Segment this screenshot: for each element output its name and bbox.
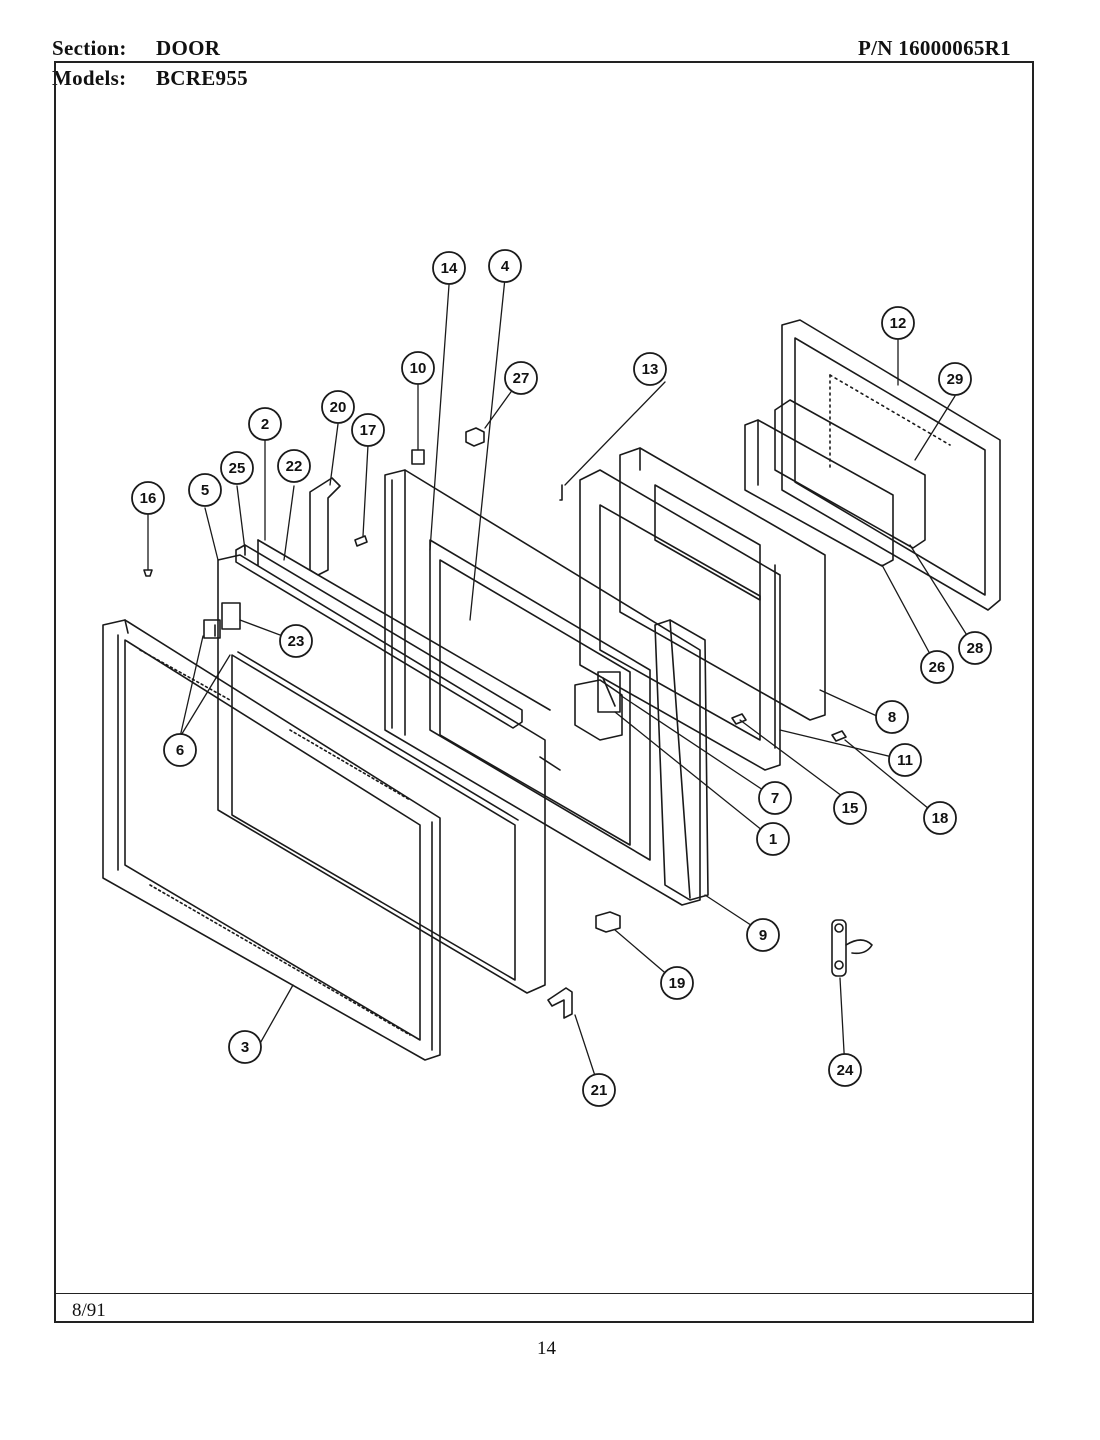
callout-label: 26 bbox=[929, 659, 946, 676]
leader-lines bbox=[147, 277, 976, 1089]
callout-label: 22 bbox=[286, 458, 303, 475]
callout-label: 27 bbox=[513, 370, 530, 387]
glass-panel-part bbox=[217, 554, 546, 994]
callout-23: 23 bbox=[279, 624, 313, 658]
callout-24: 24 bbox=[828, 1053, 862, 1087]
bumper-part-10 bbox=[411, 449, 425, 465]
callout-label: 28 bbox=[967, 640, 984, 657]
screw-part-16 bbox=[143, 569, 153, 577]
callout-28: 28 bbox=[958, 631, 992, 665]
revision-date: 8/91 bbox=[72, 1300, 106, 1321]
part-number: P/N 16000065R1 bbox=[858, 36, 1011, 60]
latch-part bbox=[597, 671, 621, 713]
section-label: Section: bbox=[52, 36, 127, 60]
callout-5: 5 bbox=[188, 473, 222, 507]
callout-11: 11 bbox=[888, 743, 922, 777]
callout-20: 20 bbox=[321, 390, 355, 424]
callout-label: 20 bbox=[330, 399, 347, 416]
outer-door-frame-part bbox=[102, 619, 441, 1061]
callout-label: 13 bbox=[642, 361, 659, 378]
callout-label: 14 bbox=[441, 260, 458, 277]
page-number: 14 bbox=[537, 1338, 556, 1359]
plug-part-27 bbox=[465, 427, 485, 447]
callout-label: 15 bbox=[842, 800, 859, 817]
callout-label: 18 bbox=[932, 810, 949, 827]
callout-3: 3 bbox=[228, 1030, 262, 1064]
side-bracket-part-20 bbox=[309, 477, 341, 576]
callout-17: 17 bbox=[351, 413, 385, 447]
callout-label: 2 bbox=[261, 416, 269, 433]
callout-label: 19 bbox=[669, 975, 686, 992]
spacer-part-19 bbox=[595, 911, 621, 933]
callout-29: 29 bbox=[938, 362, 972, 396]
callout-label: 12 bbox=[890, 315, 907, 332]
fastener-part-18 bbox=[831, 730, 847, 742]
inner-window-frame-part bbox=[579, 469, 781, 771]
bracket-part-21 bbox=[547, 987, 573, 1019]
inner-door-liner-part bbox=[384, 469, 701, 906]
models-label: Models: bbox=[52, 66, 127, 90]
hinge-part-24 bbox=[831, 919, 873, 977]
callout-12: 12 bbox=[881, 306, 915, 340]
callout-label: 11 bbox=[897, 752, 913, 769]
callout-9: 9 bbox=[746, 918, 780, 952]
callout-label: 7 bbox=[771, 790, 779, 807]
screw-part-17 bbox=[354, 535, 368, 547]
callout-22: 22 bbox=[277, 449, 311, 483]
callout-27: 27 bbox=[504, 361, 538, 395]
back-panel-part bbox=[781, 319, 1001, 611]
callout-label: 23 bbox=[288, 633, 305, 650]
side-rail-part-9 bbox=[654, 619, 709, 901]
callout-18: 18 bbox=[923, 801, 957, 835]
callout-label: 4 bbox=[501, 258, 510, 275]
callout-13: 13 bbox=[633, 352, 667, 386]
callout-8: 8 bbox=[875, 700, 909, 734]
callout-19: 19 bbox=[660, 966, 694, 1000]
callout-4: 4 bbox=[488, 249, 522, 283]
callout-label: 24 bbox=[837, 1062, 854, 1079]
callout-26: 26 bbox=[920, 650, 954, 684]
bracket-line-13 bbox=[559, 484, 563, 501]
callout-label: 17 bbox=[360, 422, 377, 439]
callout-label: 5 bbox=[201, 482, 209, 499]
callout-16: 16 bbox=[131, 481, 165, 515]
callout-label: 25 bbox=[229, 460, 246, 477]
callout-label: 16 bbox=[140, 490, 157, 507]
callout-label: 21 bbox=[591, 1082, 608, 1099]
insulation-pad-part bbox=[619, 447, 826, 749]
callout-label: 3 bbox=[241, 1039, 249, 1056]
glass-assembly-part bbox=[744, 399, 926, 567]
callout-label: 6 bbox=[176, 742, 184, 759]
models-value: BCRE955 bbox=[156, 66, 248, 90]
fastener-part-15 bbox=[731, 713, 747, 725]
callout-1: 1 bbox=[756, 822, 790, 856]
callout-label: 9 bbox=[759, 927, 767, 944]
diagram-frame bbox=[54, 61, 1034, 1323]
callout-7: 7 bbox=[758, 781, 792, 815]
callout-6: 6 bbox=[163, 733, 197, 767]
callout-label: 10 bbox=[410, 360, 427, 377]
callout-label: 8 bbox=[888, 709, 896, 726]
callout-label: 29 bbox=[947, 371, 964, 388]
callout-label: 1 bbox=[769, 831, 777, 848]
callout-14: 14 bbox=[432, 251, 466, 285]
callout-2: 2 bbox=[248, 407, 282, 441]
callout-15: 15 bbox=[833, 791, 867, 825]
callout-markers: 1234567891011121314151617181920212223242… bbox=[131, 249, 992, 1107]
hinge-clip-parts bbox=[203, 602, 241, 639]
callout-10: 10 bbox=[401, 351, 435, 385]
callout-25: 25 bbox=[220, 451, 254, 485]
footer-divider bbox=[54, 1293, 1034, 1294]
section-value: DOOR bbox=[156, 36, 221, 60]
callout-21: 21 bbox=[582, 1073, 616, 1107]
